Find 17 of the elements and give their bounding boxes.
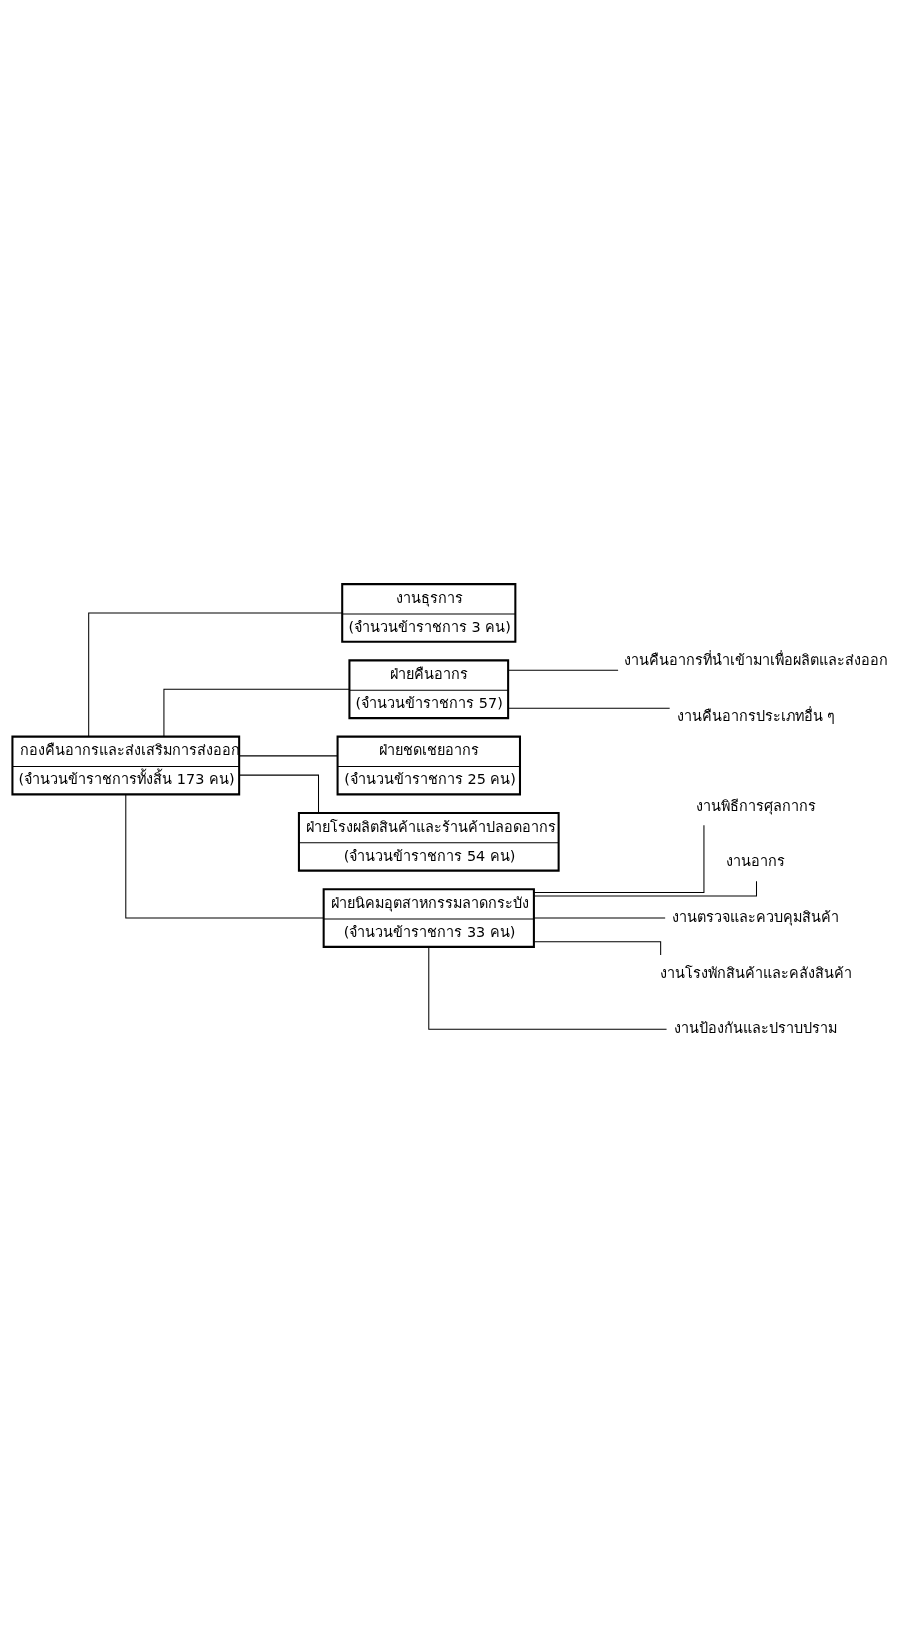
connector (507, 707, 671, 709)
connector (163, 688, 350, 737)
node-text: งานคืนอากรประเภทอื่น ๆ (676, 707, 836, 724)
node-text: งานตรวจและควบคุมสินค้า (672, 908, 840, 925)
connector (88, 612, 343, 737)
node-text: งานโรงพักสินค้าและคลังสินค้า (659, 964, 852, 981)
connector (125, 794, 325, 919)
connector (238, 755, 338, 757)
connector (533, 917, 666, 919)
connector (533, 824, 705, 894)
node-text: งานพิธีการศุลกากร (695, 797, 816, 814)
node-text: งานป้องกันและปราบปราม (674, 1020, 838, 1037)
connector (238, 774, 320, 814)
connector (507, 669, 619, 671)
node-text: งานคืนอากรที่นำเข้ามาเพื่อผลิตและส่งออก (623, 652, 888, 669)
connector (428, 946, 668, 1030)
node-text: งานอากร (726, 853, 786, 870)
